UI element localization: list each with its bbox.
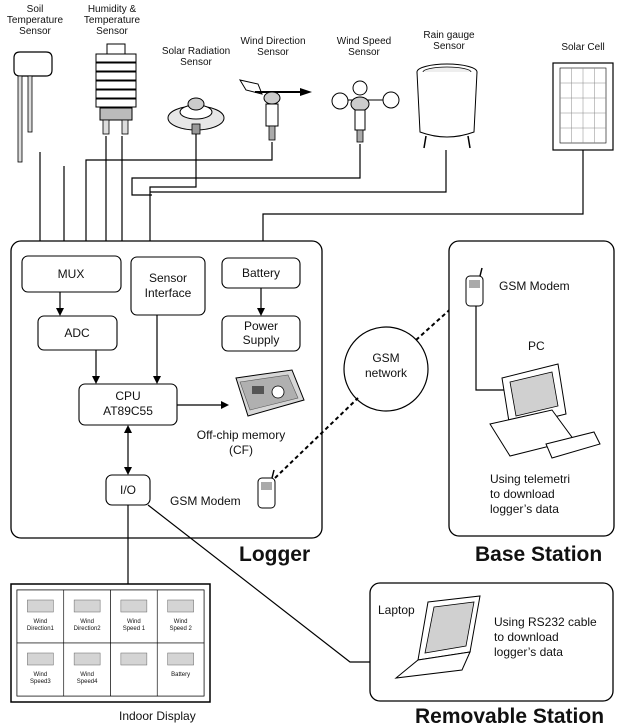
io-label: I/O bbox=[120, 483, 136, 497]
solar-radiation-sensor-icon bbox=[167, 97, 225, 135]
adc-block bbox=[37, 315, 118, 351]
logger-internal-arrows bbox=[56, 288, 265, 475]
gsm-network-circle bbox=[343, 326, 429, 412]
display-cell bbox=[110, 642, 158, 697]
base-station-title: Base Station bbox=[475, 543, 602, 566]
digit-readout-icon bbox=[27, 652, 54, 666]
display-cell-label: Battery bbox=[171, 672, 190, 678]
telemetry-links bbox=[274, 295, 466, 479]
indoor-display-title: Indoor Display bbox=[119, 709, 196, 723]
soil-sensor-icon bbox=[13, 51, 53, 163]
digit-readout-icon bbox=[73, 599, 101, 613]
digit-readout-icon bbox=[120, 599, 148, 613]
sensor-wiring bbox=[36, 134, 584, 254]
base-gsm-modem-label: GSM Modem bbox=[499, 279, 570, 293]
digit-readout-icon bbox=[120, 652, 148, 666]
mux-label: MUX bbox=[58, 267, 85, 281]
wind-direction-sensor-icon bbox=[238, 79, 312, 141]
removable-station-panel bbox=[369, 582, 614, 702]
solar-cell-label: Solar Cell bbox=[561, 42, 604, 53]
removable-station-title: Removable Station bbox=[415, 705, 604, 727]
modem-to-pc-cable bbox=[475, 306, 512, 391]
laptop-icon bbox=[394, 595, 481, 679]
rain-gauge-sensor-icon bbox=[416, 63, 478, 149]
solar-cell-icon bbox=[552, 62, 614, 151]
digit-readout-icon bbox=[167, 599, 194, 613]
battery-label: Battery bbox=[242, 266, 280, 280]
mux-block bbox=[21, 255, 122, 293]
sensor-interface-block bbox=[130, 256, 206, 316]
digit-readout-icon bbox=[167, 652, 194, 666]
pc-label: PC bbox=[528, 339, 545, 353]
display-cell: Battery bbox=[156, 642, 205, 697]
memory-label: Off-chip memory(CF) bbox=[197, 428, 285, 457]
logger-title: Logger bbox=[239, 543, 310, 566]
digit-readout-icon bbox=[27, 599, 54, 613]
logger-gsm-modem-label: GSM Modem bbox=[170, 494, 241, 508]
humidity-sensor-icon bbox=[95, 43, 137, 135]
base-gsm-phone-icon bbox=[465, 267, 484, 307]
wind-speed-sensor-icon bbox=[331, 80, 400, 143]
adc-label: ADC bbox=[64, 326, 90, 340]
laptop-label: Laptop bbox=[378, 603, 415, 617]
memory-card-icon bbox=[235, 369, 305, 417]
pc-icon bbox=[489, 363, 601, 459]
digit-readout-icon bbox=[73, 652, 101, 666]
logger-gsm-phone-icon bbox=[257, 469, 276, 509]
